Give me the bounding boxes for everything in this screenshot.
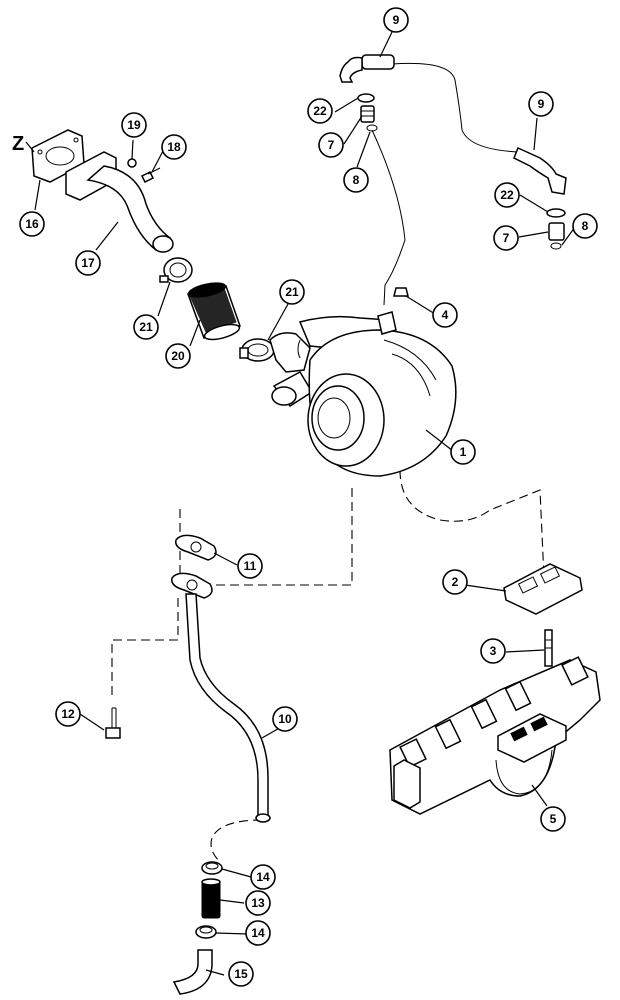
- svg-text:14: 14: [251, 926, 265, 940]
- svg-text:19: 19: [127, 118, 141, 132]
- callout-9-top: 9: [383, 7, 409, 33]
- callout-10: 10: [272, 706, 298, 732]
- oil-supply-line: [339, 54, 567, 306]
- callout-13: 13: [245, 890, 271, 916]
- svg-text:22: 22: [313, 104, 327, 118]
- screw-12: [105, 707, 121, 739]
- svg-text:10: 10: [278, 712, 292, 726]
- clamp-hose-assembly: [159, 257, 275, 362]
- svg-text:15: 15: [234, 967, 248, 981]
- svg-text:4: 4: [442, 308, 449, 322]
- svg-text:20: 20: [171, 349, 185, 363]
- callout-18: 18: [161, 134, 187, 160]
- svg-text:8: 8: [582, 219, 589, 233]
- svg-text:7: 7: [328, 138, 335, 152]
- svg-text:16: 16: [25, 217, 39, 231]
- callout-9-right: 9: [528, 91, 554, 117]
- svg-text:17: 17: [81, 256, 95, 270]
- callout-11: 11: [237, 553, 263, 579]
- svg-text:1: 1: [460, 445, 467, 459]
- callout-8-left: 8: [343, 167, 369, 193]
- callout-21-left: 21: [133, 314, 159, 340]
- svg-text:14: 14: [256, 870, 270, 884]
- svg-text:9: 9: [538, 97, 545, 111]
- callout-14-bottom: 14: [245, 920, 271, 946]
- svg-text:8: 8: [353, 173, 360, 187]
- exhaust-manifold-assembly: [389, 563, 601, 815]
- callout-16: 16: [19, 211, 45, 237]
- svg-text:3: 3: [490, 644, 497, 658]
- svg-text:18: 18: [167, 140, 181, 154]
- dashed-routing-lines: [111, 469, 546, 863]
- svg-text:21: 21: [285, 285, 299, 299]
- callout-7-right: 7: [493, 225, 519, 251]
- callout-12: 12: [55, 701, 81, 727]
- svg-text:2: 2: [452, 575, 459, 589]
- turbocharger: [269, 311, 457, 477]
- svg-text:22: 22: [500, 188, 514, 202]
- callout-5: 5: [540, 806, 566, 832]
- svg-text:12: 12: [61, 707, 75, 721]
- z-reference-label: Z: [12, 133, 35, 155]
- callout-3: 3: [480, 638, 506, 664]
- callout-17: 17: [75, 250, 101, 276]
- svg-text:13: 13: [251, 896, 265, 910]
- svg-text:21: 21: [139, 320, 153, 334]
- callout-1: 1: [450, 439, 476, 465]
- callout-22-top: 22: [307, 98, 333, 124]
- svg-text:9: 9: [393, 13, 400, 27]
- callout-20: 20: [165, 343, 191, 369]
- leader-lines: [34, 29, 576, 976]
- callout-2: 2: [442, 569, 468, 595]
- callout-22-right: 22: [494, 182, 520, 208]
- callout-4: 4: [432, 302, 458, 328]
- callout-19: 19: [121, 112, 147, 138]
- callout-8-right: 8: [572, 213, 598, 239]
- svg-text:Z: Z: [12, 133, 24, 155]
- callout-21-right: 21: [279, 279, 305, 305]
- drain-hose-assembly: [172, 861, 223, 995]
- svg-text:7: 7: [503, 231, 510, 245]
- svg-text:11: 11: [244, 559, 257, 573]
- svg-text:5: 5: [550, 812, 557, 826]
- callout-15: 15: [228, 961, 254, 987]
- oil-drain-assembly: [171, 534, 271, 823]
- exhaust-elbow-assembly: [31, 129, 174, 253]
- callout-14-top: 14: [250, 864, 276, 890]
- callout-7-left: 7: [318, 132, 344, 158]
